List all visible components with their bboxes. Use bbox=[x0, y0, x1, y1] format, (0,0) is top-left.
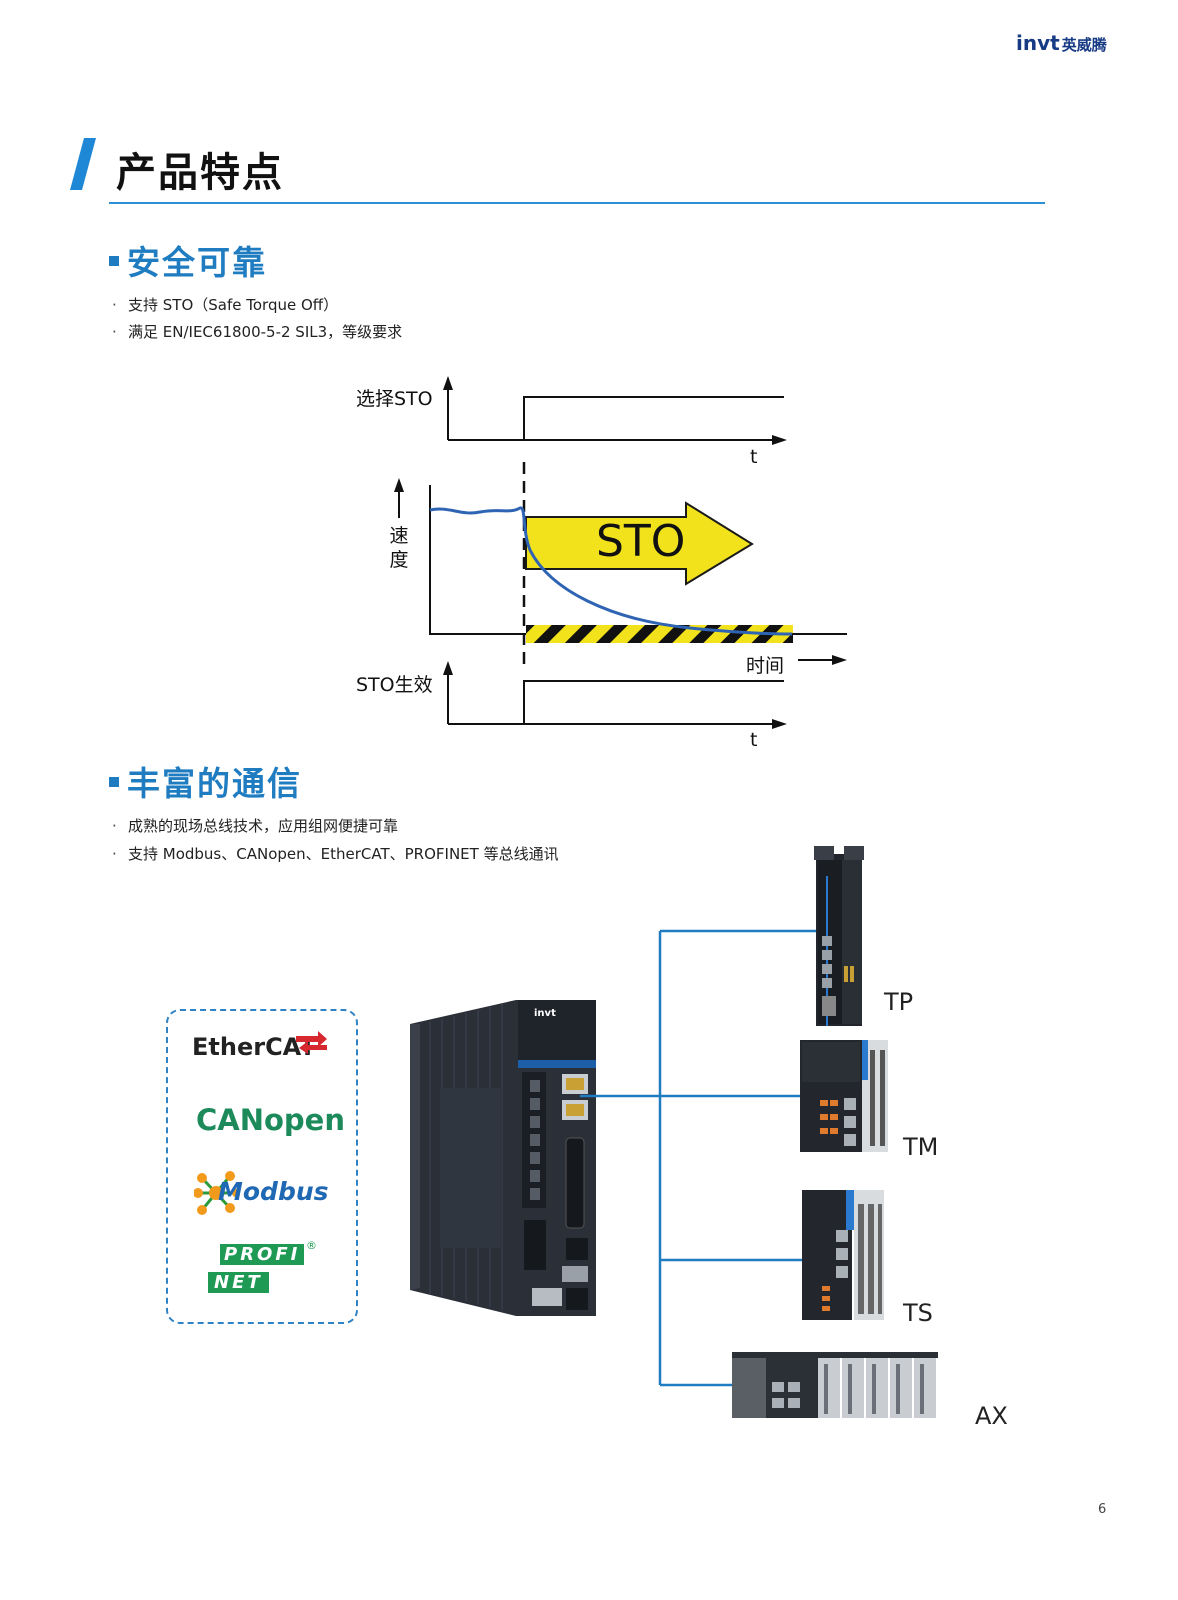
sto-timing-diagram bbox=[394, 376, 847, 729]
select-signal-line bbox=[448, 396, 784, 441]
heading-square-icon bbox=[109, 776, 119, 787]
sto-effect-label: STO生效 bbox=[356, 674, 433, 696]
profinet-logo-top: PROFI bbox=[220, 1244, 305, 1265]
speed-curve bbox=[429, 506, 793, 636]
sto-arrow-text: STO bbox=[596, 516, 686, 567]
network-connection-lines bbox=[580, 929, 816, 1387]
section-heading-safety: 安全可靠 bbox=[109, 236, 267, 284]
device-tm-label: TM bbox=[903, 1133, 939, 1161]
title-slash-icon bbox=[70, 138, 96, 190]
bullet-text: 支持 Modbus、CANopen、EtherCAT、PROFINET 等总线通… bbox=[128, 845, 559, 863]
title-divider bbox=[109, 202, 1045, 204]
comm-bullet: ·支持 Modbus、CANopen、EtherCAT、PROFINET 等总线… bbox=[112, 845, 559, 863]
canopen-logo: CANopen bbox=[196, 1103, 345, 1137]
modbus-network-icon bbox=[194, 1171, 240, 1215]
effect-signal-line bbox=[448, 680, 784, 725]
device-ax-image bbox=[732, 1352, 938, 1418]
page-title: 产品特点 bbox=[116, 150, 284, 196]
protocol-box bbox=[166, 1009, 358, 1324]
select-sto-label: 选择STO bbox=[356, 388, 433, 410]
t-label: t bbox=[750, 729, 758, 751]
ethercat-text: EtherCAT bbox=[192, 1033, 316, 1061]
device-tp-image bbox=[814, 846, 864, 1026]
device-tm-image bbox=[800, 1040, 888, 1152]
arrow-up-icon bbox=[394, 478, 404, 492]
speed-label: 速 度 bbox=[388, 524, 410, 572]
arrow-up-icon bbox=[443, 376, 453, 390]
device-ax-label: AX bbox=[975, 1402, 1008, 1430]
arrow-right-icon bbox=[832, 655, 847, 665]
time-label: 时间 bbox=[746, 655, 785, 677]
arrow-right-icon bbox=[772, 719, 787, 729]
logo-text: invt bbox=[1016, 31, 1060, 55]
profinet-logo-bottom: NET bbox=[208, 1272, 269, 1293]
speed-label-char: 速 bbox=[389, 525, 409, 547]
modbus-logo: Modbus bbox=[218, 1177, 329, 1206]
arrow-up-icon bbox=[443, 661, 453, 675]
device-tp-label: TP bbox=[884, 988, 914, 1016]
bullet-text: 成熟的现场总线技术，应用组网便捷可靠 bbox=[128, 817, 399, 835]
page-number: 6 bbox=[1098, 1502, 1107, 1517]
bullet-text: 满足 EN/IEC61800-5-2 SIL3，等级要求 bbox=[128, 323, 403, 341]
ethercat-arrow-icon bbox=[296, 1031, 327, 1054]
bullet-text: 支持 STO（Safe Torque Off） bbox=[128, 296, 339, 314]
comm-heading-text: 丰富的通信 bbox=[127, 764, 302, 803]
t-label: t bbox=[750, 446, 758, 468]
comm-bullet: ·成熟的现场总线技术，应用组网便捷可靠 bbox=[112, 817, 399, 835]
sto-arrow bbox=[525, 501, 754, 586]
servo-drive-image: invt bbox=[410, 1000, 596, 1316]
speed-label-char: 度 bbox=[389, 549, 409, 571]
heading-square-icon bbox=[109, 255, 119, 266]
arrow-right-icon bbox=[772, 435, 787, 445]
safety-heading-text: 安全可靠 bbox=[127, 243, 267, 282]
safety-bullet: ·满足 EN/IEC61800-5-2 SIL3，等级要求 bbox=[112, 323, 403, 341]
section-heading-communication: 丰富的通信 bbox=[109, 757, 302, 805]
registered-icon: ® bbox=[306, 1239, 317, 1252]
device-ts-label: TS bbox=[903, 1299, 933, 1327]
svg-text:invt: invt bbox=[534, 1008, 556, 1019]
ethercat-logo: EtherCAT bbox=[192, 1033, 316, 1061]
device-ts-image bbox=[802, 1190, 884, 1320]
safety-bullet: ·支持 STO（Safe Torque Off） bbox=[112, 296, 339, 314]
logo-cn: 英威腾 bbox=[1061, 36, 1107, 54]
